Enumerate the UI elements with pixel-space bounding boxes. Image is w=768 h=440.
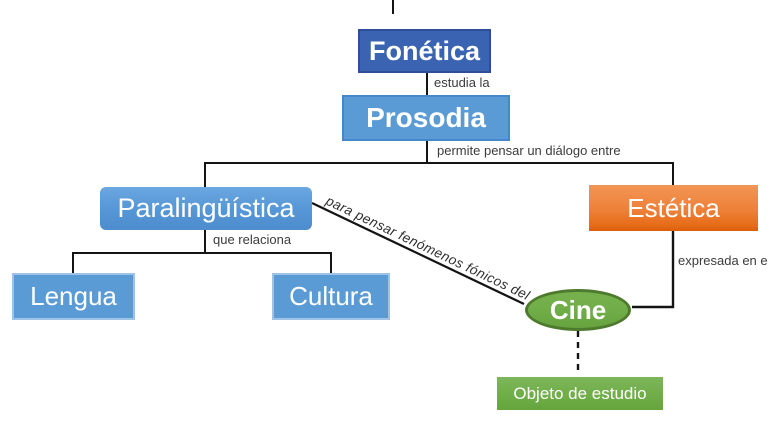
node-estetica: Estética	[589, 185, 758, 231]
node-objeto-de-estudio: Objeto de estudio	[497, 377, 663, 410]
edge-label-que-relaciona: que relaciona	[213, 232, 292, 247]
node-prosodia: Prosodia	[342, 95, 510, 141]
connector-prosodia-branch	[204, 140, 674, 188]
connector-paralinguistica-cine-diagonal	[311, 202, 525, 305]
connector-estetica-cine	[632, 231, 675, 309]
node-cine: Cine	[525, 289, 631, 331]
edge-label-estudia-la: estudia la	[434, 75, 490, 90]
edge-label-expresada-en: expresada en e	[678, 253, 768, 268]
connector-paralinguistica-branch	[72, 230, 332, 274]
node-paralinguistica: Paralingüística	[100, 187, 312, 230]
edge-label-permite-pensar: permite pensar un diálogo entre	[437, 143, 621, 158]
node-fonetica: Fonética	[358, 29, 491, 73]
node-cultura: Cultura	[272, 273, 390, 320]
node-lengua: Lengua	[12, 273, 135, 320]
